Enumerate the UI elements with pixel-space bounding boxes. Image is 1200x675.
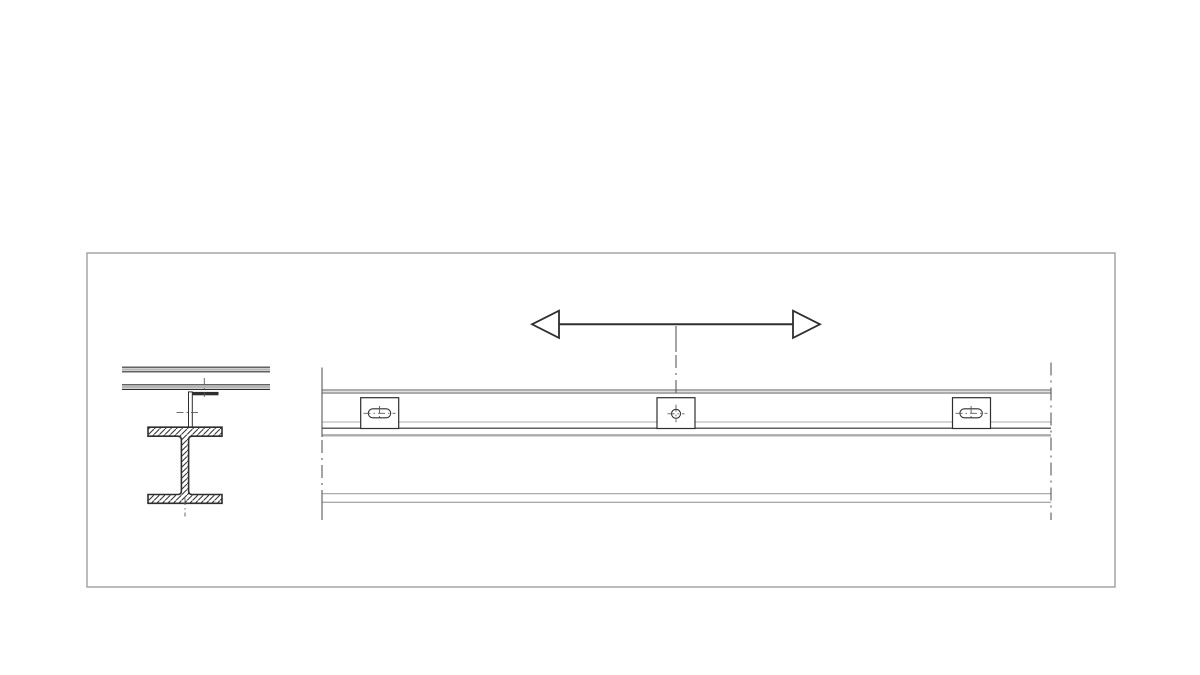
section-center-marks bbox=[176, 378, 205, 517]
connection-plates bbox=[360, 397, 992, 430]
angle-cleat-leg-group bbox=[188, 391, 193, 428]
section-dark-lines bbox=[122, 366, 270, 505]
elevation-dark-lines bbox=[322, 397, 1051, 430]
sheeting-gray-cores bbox=[122, 368, 270, 389]
right-arrowhead-icon bbox=[792, 309, 823, 340]
elevation-reference-lines bbox=[321, 326, 1052, 520]
dimension-arrow bbox=[529, 309, 823, 340]
section-detail-view bbox=[122, 366, 270, 517]
left-arrowhead-icon bbox=[529, 309, 560, 340]
hole-centerlines bbox=[363, 404, 988, 423]
angle-cleat bbox=[188, 391, 219, 396]
elevation-light-lines bbox=[322, 391, 1051, 503]
dimension-arrow-heads bbox=[529, 309, 823, 340]
angle-cleat-vertical-leg bbox=[188, 391, 193, 428]
i-beam-cross-section bbox=[147, 426, 223, 505]
rail-elevation-view bbox=[321, 309, 1052, 520]
angle-cleat-horizontal-leg bbox=[188, 391, 219, 396]
drawing-frame bbox=[86, 252, 1116, 588]
